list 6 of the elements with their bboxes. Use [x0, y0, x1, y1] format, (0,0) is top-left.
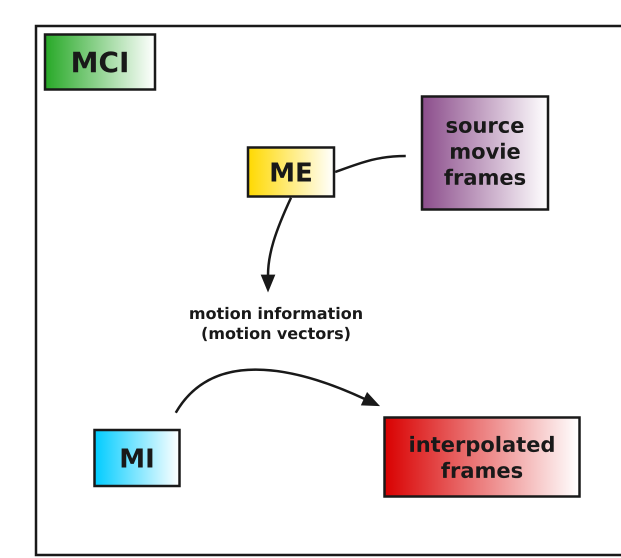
process-box: interpolated frames: [383, 416, 581, 498]
motion-label: motion information (motion vectors): [190, 306, 362, 342]
process-box: ME: [246, 146, 336, 198]
process-box: source movie frames: [420, 95, 550, 211]
process-box: MI: [93, 428, 181, 488]
title-box: MCI: [44, 33, 156, 91]
